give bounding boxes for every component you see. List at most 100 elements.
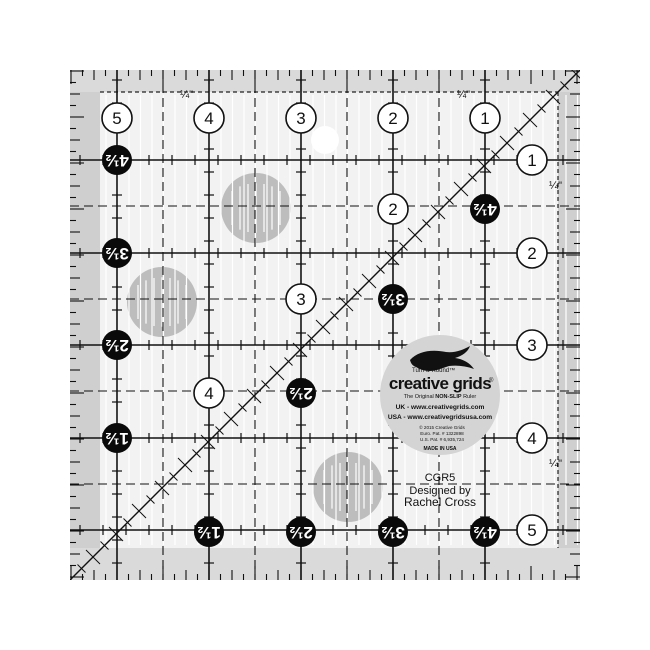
number-badge-text: 5 (527, 521, 536, 540)
diagonal-tick (338, 296, 354, 312)
diagonal-tick (384, 250, 400, 266)
diagonal-tick (330, 311, 339, 320)
logo-tagline: Turn-a-Round™ (412, 367, 455, 374)
number-badge-circle (378, 284, 408, 314)
right-number-badge: 1 (516, 144, 548, 176)
number-badge-circle (378, 517, 408, 547)
number-badge-circle (102, 330, 132, 360)
diagonal-tick (476, 158, 492, 174)
diagonal-tick (499, 135, 515, 151)
number-badge-text: 3½ (381, 290, 405, 309)
half-inch-badge: 4½ (102, 145, 132, 175)
number-badge-text: 4 (527, 429, 536, 448)
number-badge-text: 3 (296, 290, 305, 309)
number-badge-text: 4 (204, 109, 213, 128)
top-number-badge: 1 (469, 102, 501, 134)
number-badge-text: 2 (388, 109, 397, 128)
top-number-badge: 5 (101, 102, 133, 134)
diagonal-tick (399, 242, 408, 251)
half-inch-badge: 2½ (286, 378, 316, 408)
number-badge-text: 3 (527, 336, 536, 355)
number-badge-circle (101, 102, 133, 134)
number-badge-text: 4½ (473, 200, 497, 219)
number-badge-circle (285, 283, 317, 315)
number-badge-text: 1 (527, 151, 536, 170)
logo-euro-patent: Euro. Pat. # 1322898 (420, 431, 464, 436)
diagonal-tick (514, 127, 523, 136)
quarter-inch-mark: ¼" (180, 89, 193, 101)
diagonal-tick (223, 411, 239, 427)
diagonal-tick (131, 503, 147, 519)
diagonal-tick (353, 288, 362, 297)
diagonal-tick (560, 81, 569, 90)
designer-name: Rachel Cross (404, 495, 476, 509)
logo-brand: creative grids (389, 374, 491, 393)
quarter-inch-mark: ¼" (549, 180, 562, 192)
diagonal-tick (77, 564, 86, 573)
number-badge-text: 3 (296, 109, 305, 128)
number-badge-text: 4 (204, 384, 213, 403)
diagonal-tick (246, 388, 262, 404)
number-badge-text: 1½ (197, 523, 221, 542)
number-badge-circle (516, 514, 548, 546)
top-number-badge: 3 (285, 102, 317, 134)
number-badge-circle (469, 102, 501, 134)
diagonal-tick (238, 403, 247, 412)
number-badge-text: 3½ (105, 244, 129, 263)
number-badge-circle (470, 517, 500, 547)
logo-copyright: © 2015 Creative Grids (419, 424, 465, 430)
diagonal-tick (123, 518, 132, 527)
ruler-edge-right (558, 70, 580, 580)
half-inch-badge: 3½ (378, 517, 408, 547)
diagonal-tick (430, 204, 446, 220)
logo-subline: The Original NON-SLIP Ruler (404, 394, 477, 400)
number-badge-circle (102, 423, 132, 453)
diagonal-tick (146, 495, 155, 504)
diagonal-tick (292, 342, 308, 358)
number-badge-circle (285, 102, 317, 134)
right-number-badge: 5 (516, 514, 548, 546)
ruler-model: CGR5 (425, 472, 456, 484)
number-badge-text: 2½ (289, 523, 313, 542)
number-badge-text: 3½ (381, 523, 405, 542)
diagonal-tick (269, 365, 285, 381)
ruler-edge-top (70, 70, 580, 92)
number-badge-circle (286, 378, 316, 408)
half-inch-badge: 2½ (286, 517, 316, 547)
number-badge-circle (516, 144, 548, 176)
diagonal-tick (407, 227, 423, 243)
diagonal-tick (361, 273, 377, 289)
number-badge-circle (194, 517, 224, 547)
diagonal-tick (491, 150, 500, 159)
diagonal-tick (445, 196, 454, 205)
number-badge-text: 2½ (289, 384, 313, 403)
logo-uk-url: UK - www.creativegrids.com (396, 404, 485, 411)
diagonal-tick (376, 265, 385, 274)
number-badge-text: 2½ (105, 336, 129, 355)
diagonal-tick (85, 549, 101, 565)
fox-icon (410, 346, 474, 371)
half-inch-badge: 2½ (102, 330, 132, 360)
ruler-edge-left (70, 70, 100, 580)
right-number-badge: 3 (516, 329, 548, 361)
diagonal-tick (200, 434, 216, 450)
ruler-edge-bottom (70, 548, 580, 580)
diagonal-tick (522, 112, 538, 128)
diagonal-tick (422, 219, 431, 228)
diagonal-tick (571, 70, 580, 79)
inner-number-badge: 2 (377, 193, 409, 225)
logo-made-in: MADE IN USA (423, 446, 456, 452)
number-badge-circle (102, 145, 132, 175)
number-badge-circle (377, 102, 409, 134)
diagonal-tick (154, 480, 170, 496)
diagonal-tick (169, 472, 178, 481)
number-badge-circle (102, 238, 132, 268)
number-badge-circle (193, 102, 225, 134)
number-badge-text: 1 (480, 109, 489, 128)
logo-us-patent: U.S. Pat. # 6,935,724 (420, 437, 464, 442)
diagonal-tick (108, 526, 124, 542)
diagonal-tick (284, 357, 293, 366)
half-inch-badge: 1½ (102, 423, 132, 453)
number-badge-text: 1½ (105, 429, 129, 448)
